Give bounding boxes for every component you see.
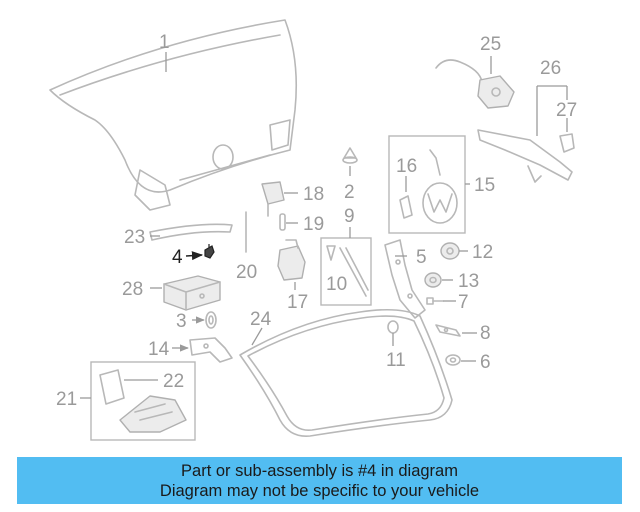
callout-26: 26 xyxy=(540,58,561,79)
callout-10: 10 xyxy=(326,274,347,295)
callout-28: 28 xyxy=(122,279,143,300)
callout-6: 6 xyxy=(480,352,491,373)
nut xyxy=(424,272,442,288)
bracket xyxy=(435,324,461,337)
banner-line-disclaimer: Diagram may not be specific to your vehi… xyxy=(159,482,480,500)
callout-8: 8 xyxy=(480,323,491,344)
callout-3: 3 xyxy=(176,311,187,332)
hinge-cap xyxy=(559,133,575,153)
pin xyxy=(279,213,286,231)
callout-5: 5 xyxy=(416,247,427,268)
callout-17: 17 xyxy=(287,292,308,313)
latch xyxy=(189,337,233,363)
plug xyxy=(387,320,399,334)
callout-21: 21 xyxy=(56,389,77,410)
callout-18: 18 xyxy=(303,184,324,205)
callout-27: 27 xyxy=(556,100,577,121)
support-strut xyxy=(326,245,369,297)
trim-strip xyxy=(149,223,233,241)
control-module xyxy=(163,275,221,311)
strut-box xyxy=(320,237,372,306)
callout-25: 25 xyxy=(480,34,501,55)
callout-11: 11 xyxy=(386,350,406,371)
trunk-lid xyxy=(49,19,298,211)
hinge xyxy=(384,239,426,319)
release-motor xyxy=(435,59,515,109)
washer xyxy=(445,354,461,366)
callout-1: 1 xyxy=(159,32,170,53)
callout-9: 9 xyxy=(344,206,355,227)
grommet xyxy=(205,311,217,329)
bushing xyxy=(440,242,460,260)
release-handle xyxy=(99,369,187,433)
switch xyxy=(261,181,285,217)
emblem xyxy=(422,149,458,224)
emblem-box xyxy=(388,135,466,234)
callout-19: 19 xyxy=(303,214,324,235)
bumper-stop xyxy=(342,147,358,164)
callout-24: 24 xyxy=(250,309,272,330)
callout-13: 13 xyxy=(458,271,479,292)
hinge-arm xyxy=(477,129,573,183)
clip-part-4 xyxy=(204,244,215,259)
callout-14: 14 xyxy=(148,339,170,360)
info-banner: Part or sub-assembly is #4 in diagram Di… xyxy=(17,457,622,504)
bolt xyxy=(426,297,444,305)
callout-23: 23 xyxy=(124,227,145,248)
callout-12: 12 xyxy=(472,242,493,263)
lock-actuator xyxy=(277,239,306,281)
callout-16: 16 xyxy=(396,156,417,177)
callout-4: 4 xyxy=(172,247,183,268)
emblem-clip xyxy=(399,195,413,219)
weatherstrip-seal xyxy=(239,308,453,437)
parts-diagram: 1 2 3 4 5 6 7 8 xyxy=(49,19,577,441)
callout-7: 7 xyxy=(458,292,469,313)
callout-15: 15 xyxy=(474,175,495,196)
handle-box xyxy=(90,361,196,441)
banner-line-part: Part or sub-assembly is #4 in diagram xyxy=(181,462,458,480)
callout-2: 2 xyxy=(344,182,355,203)
callout-20: 20 xyxy=(236,262,257,283)
callout-22: 22 xyxy=(163,371,184,392)
